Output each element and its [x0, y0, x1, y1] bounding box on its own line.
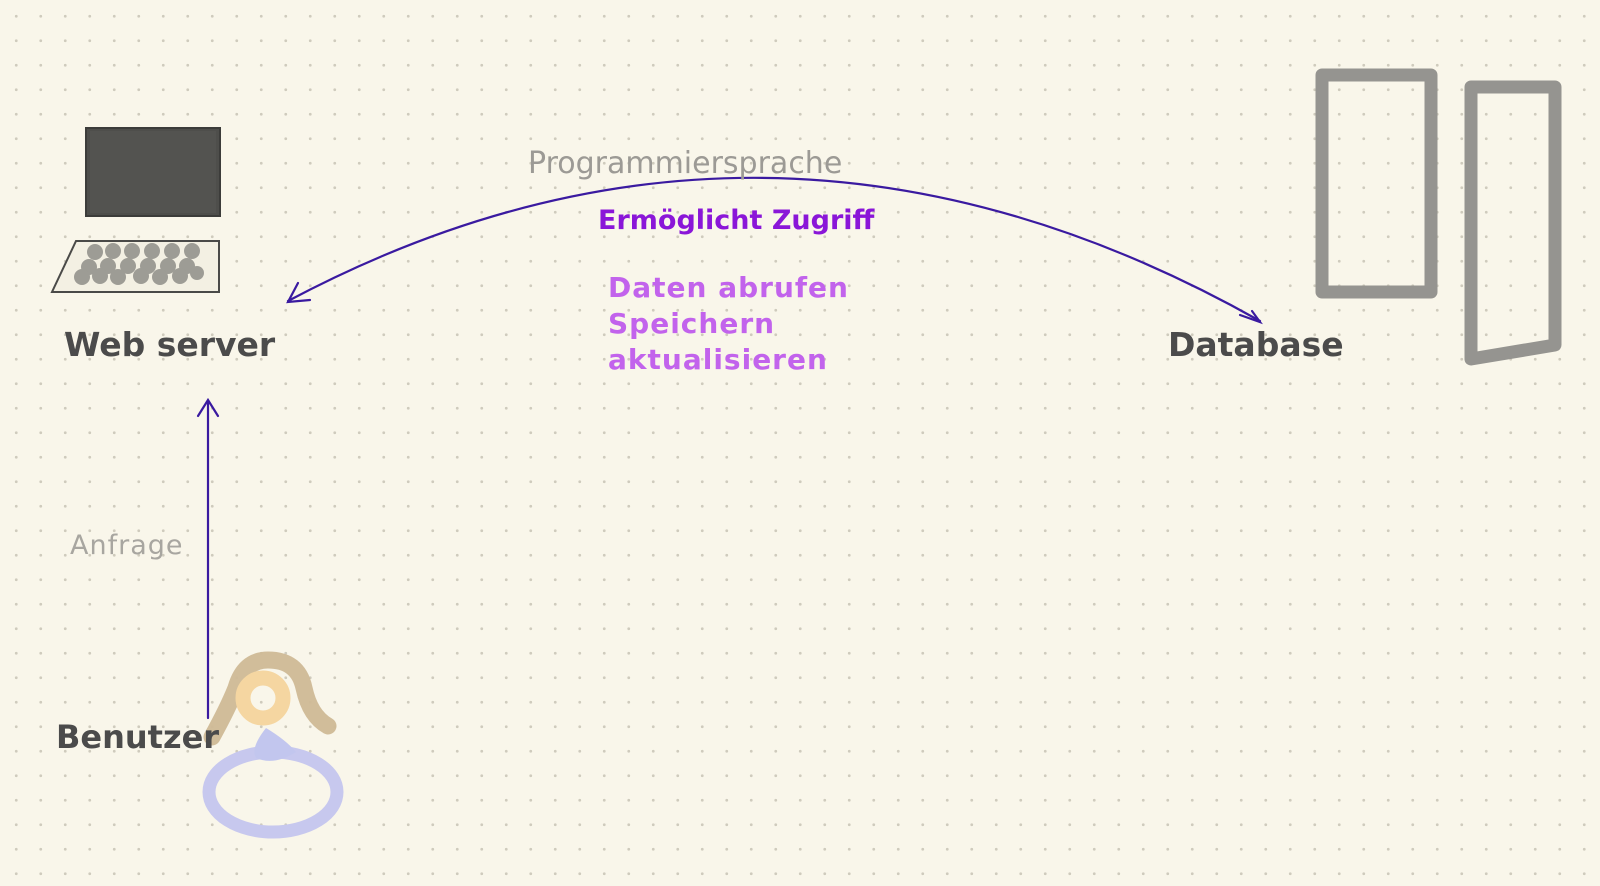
access-label: Ermöglicht Zugriff	[598, 205, 875, 236]
user-label: Benutzer	[56, 718, 220, 756]
operation-item: Speichern	[608, 307, 776, 340]
database-icon	[1315, 68, 1562, 366]
person-icon	[202, 651, 344, 839]
request-label: Anfrage	[70, 530, 184, 561]
access-arrow	[286, 176, 1263, 325]
database-label: Database	[1168, 325, 1344, 364]
request-arrow	[196, 397, 220, 720]
computer-icon	[50, 127, 221, 293]
operation-item: aktualisieren	[608, 343, 828, 376]
operation-item: Daten abrufen	[608, 271, 849, 304]
operations-list: Daten abrufen Speichern aktualisieren	[608, 270, 849, 378]
language-label: Programmiersprache	[528, 146, 843, 181]
web-server-label: Web server	[64, 325, 276, 364]
